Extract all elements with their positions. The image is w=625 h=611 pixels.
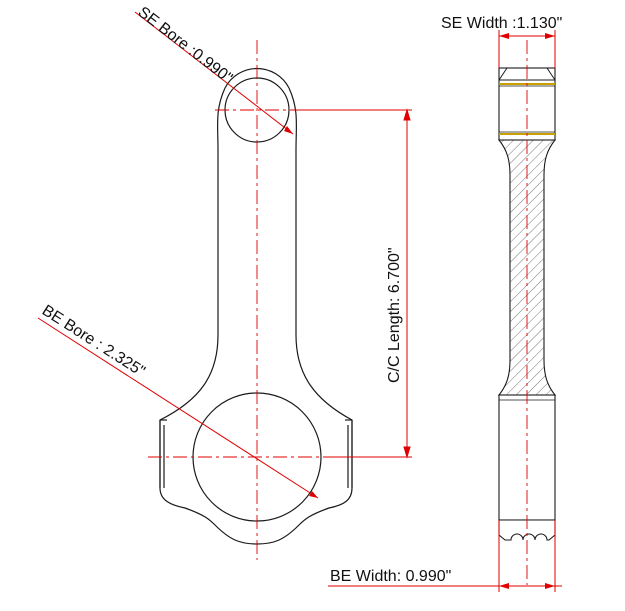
se-bore-leader: [134, 11, 294, 135]
be-width-dimension: [328, 520, 562, 592]
be-bore-leader: [37, 317, 319, 499]
rod-outline: [159, 87, 353, 545]
be-width-label: BE Width: 0.990": [330, 568, 451, 585]
front-centerlines: [148, 40, 366, 560]
cc-length-label: C/C Length: 6.700": [386, 247, 403, 383]
se-width-dimension: [498, 30, 556, 68]
cc-arrow-top: [403, 108, 411, 121]
cc-arrow-bottom: [403, 446, 411, 459]
se-width-label: SE Width :1.130": [441, 15, 562, 32]
se-bore-label: SE Bore :0.990": [135, 4, 236, 87]
side-view: [497, 67, 557, 541]
big-end-cap: [498, 519, 556, 541]
small-end-chamfer-top: [498, 67, 556, 81]
be-bore-label: BE Bore : 2.325": [39, 302, 148, 380]
front-view: [159, 67, 353, 545]
cc-length-dimension: [290, 108, 412, 459]
